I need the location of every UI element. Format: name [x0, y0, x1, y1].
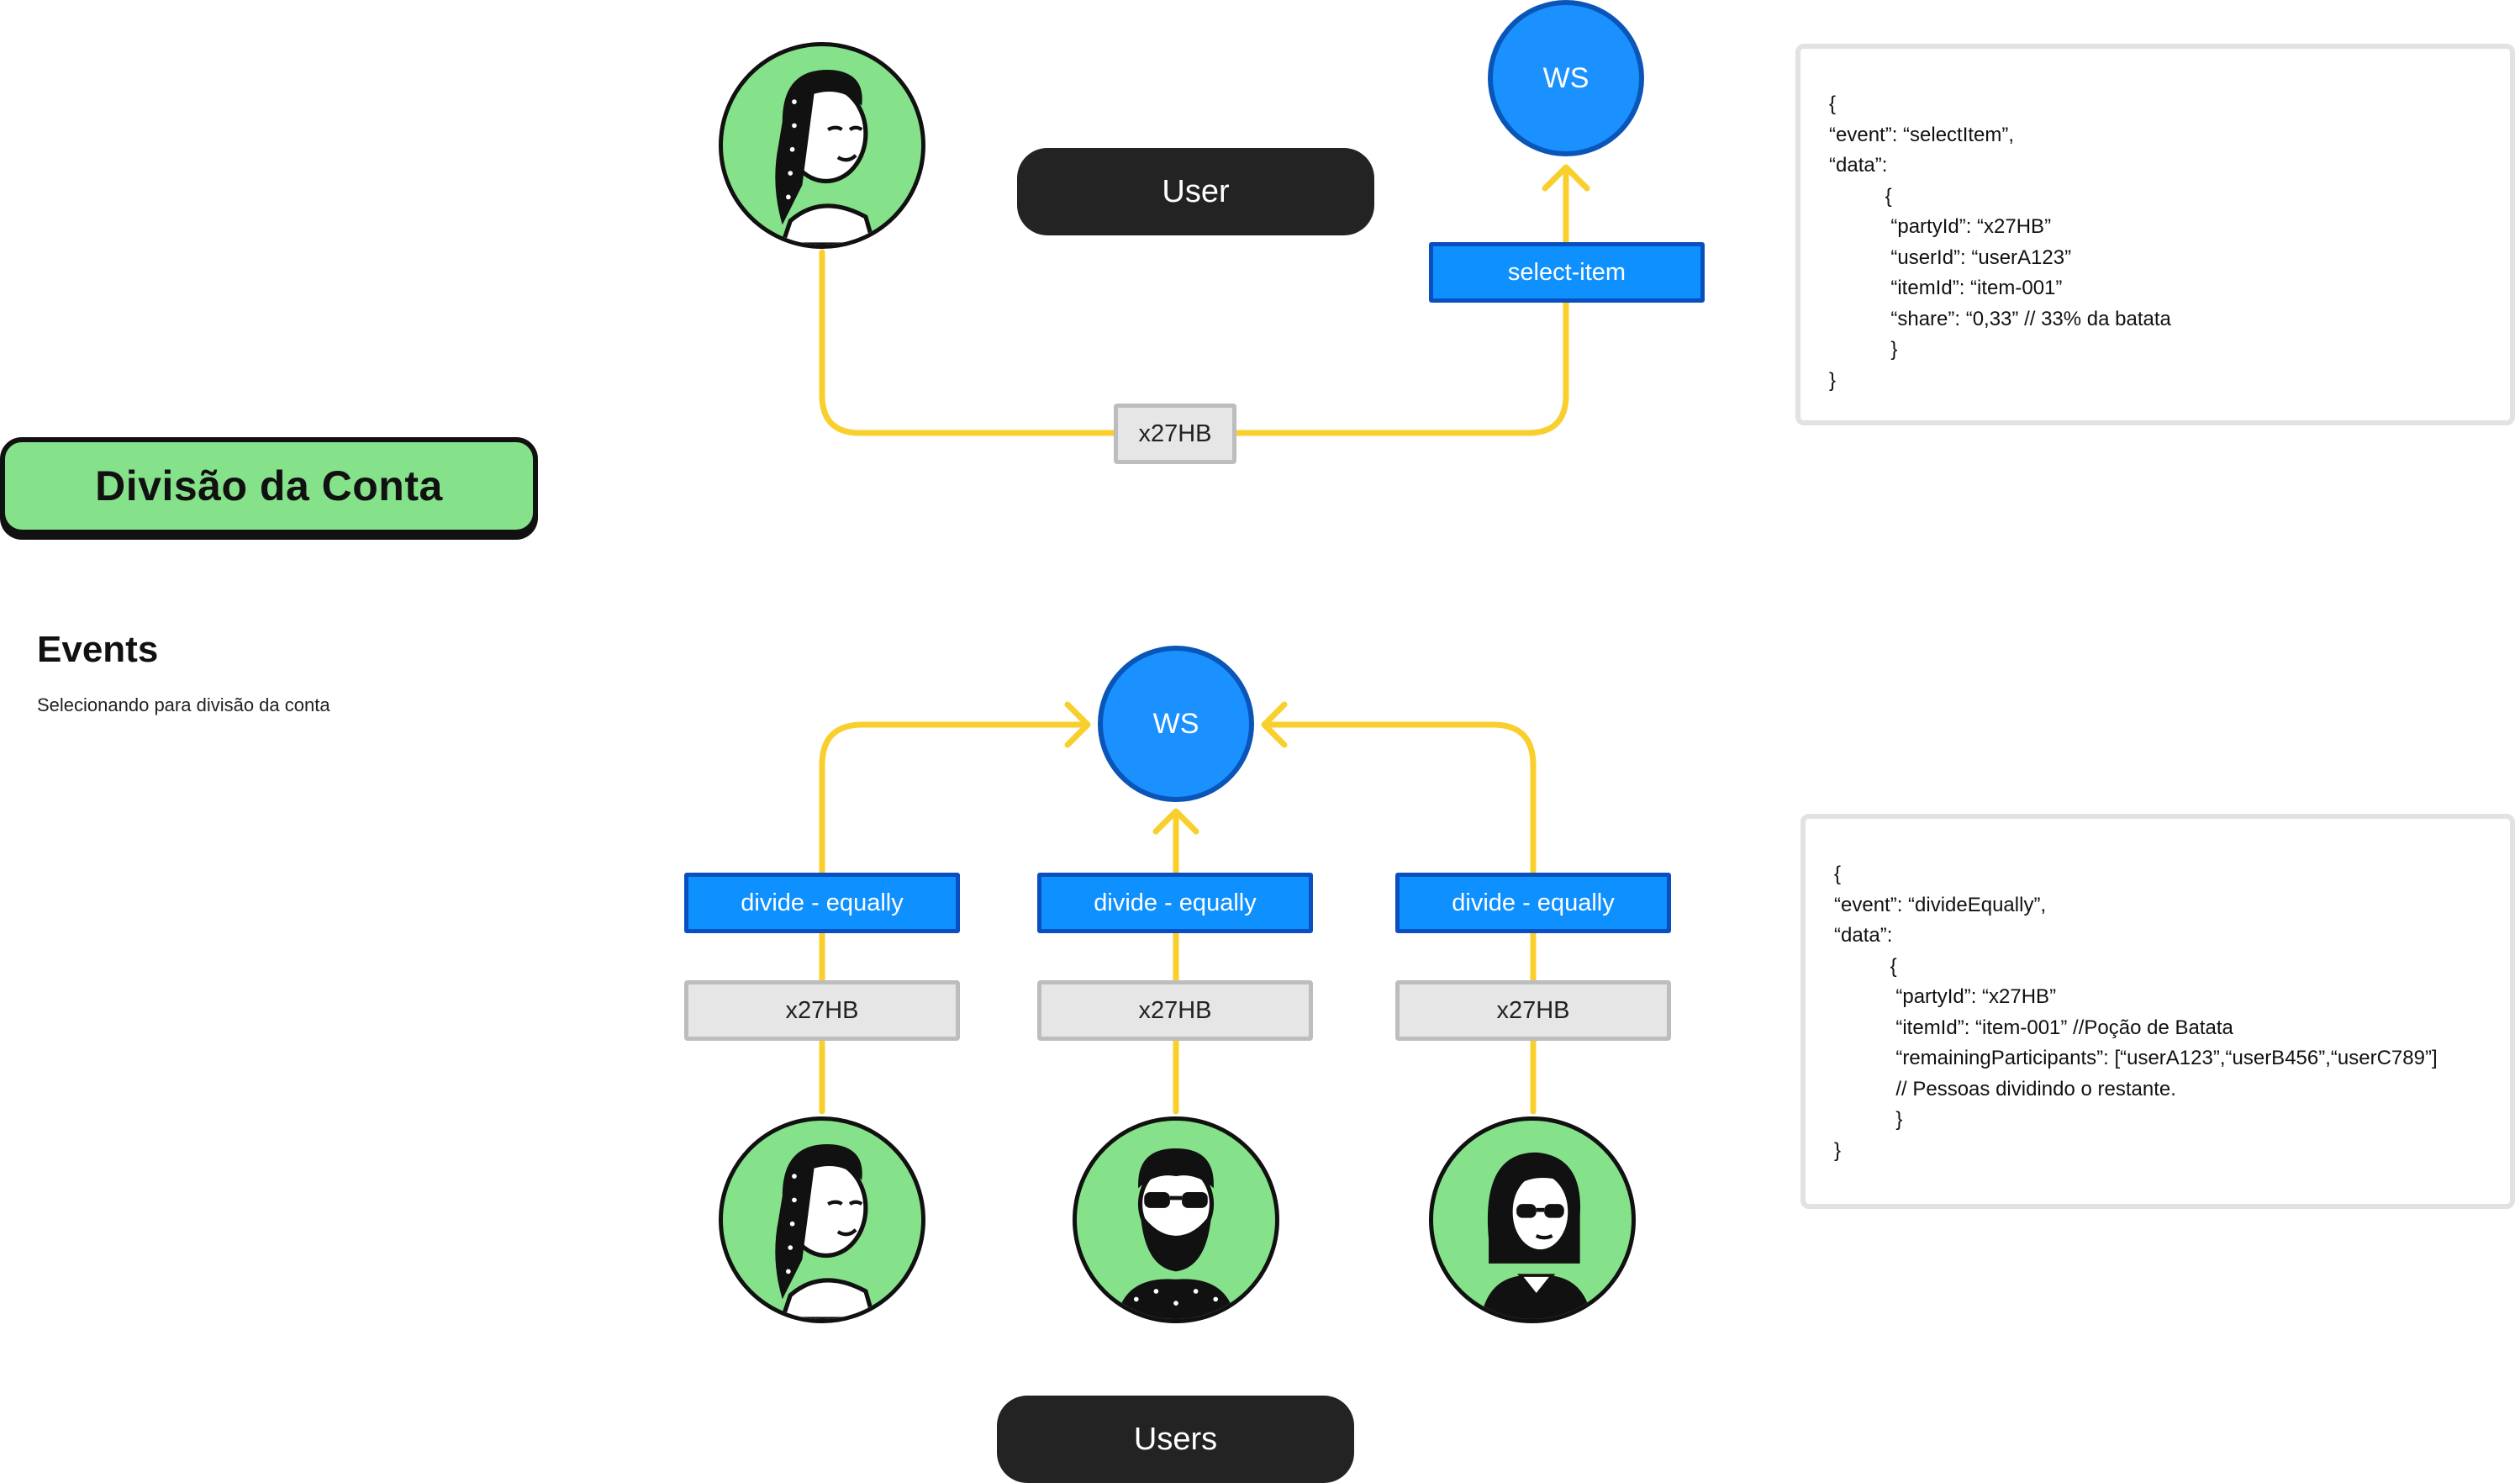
party-tag-3: x27HB [1395, 980, 1671, 1041]
code-line: “data”: [1834, 924, 1893, 947]
code-line: “itemId”: “item-001” [1829, 277, 2063, 299]
party-tag-top: x27HB [1114, 404, 1236, 464]
code-line: “userId”: “userA123” [1829, 245, 2072, 269]
code-line: “share”: “0,33” // 33% da batata [1829, 307, 2171, 330]
arrowhead-middle [1152, 808, 1199, 835]
code-line: “partyId”: “x27HB” [1829, 215, 2052, 238]
girl-avatar-icon [719, 1116, 925, 1323]
event-tag-select-item: select-item [1429, 242, 1705, 303]
code-line: // Pessoas dividindo o restante. [1834, 1077, 2176, 1100]
code-line: } [1829, 368, 1837, 392]
code-line: } [1834, 1108, 1903, 1131]
code-box-divide-equally: { “event”: “divideEqually”, “data”: { “p… [1800, 814, 2515, 1209]
bearded-man-avatar-icon [1073, 1116, 1279, 1323]
page-title: Divisão da Conta [0, 437, 538, 535]
ws-node-bottom: WS [1098, 646, 1254, 802]
code-line: “partyId”: “x27HB” [1834, 985, 2057, 1008]
party-tag-1: x27HB [684, 980, 960, 1041]
connector-right [1263, 721, 1537, 1115]
code-line: { [1829, 92, 1837, 115]
section-title: Events [37, 629, 159, 670]
code-line: } [1834, 1138, 1842, 1162]
code-line: “remainingParticipants”: [“userA123”,“us… [1834, 1047, 2438, 1069]
ws-node-top: WS [1488, 0, 1644, 156]
event-tag-divide-equally-1: divide - equally [684, 873, 960, 933]
event-tag-divide-equally-2: divide - equally [1037, 873, 1313, 933]
section-subtitle: Selecionando para divisão da conta [37, 694, 330, 715]
connector-left [819, 721, 1089, 1115]
code-line: “itemId”: “item-001” //Poção de Batata [1834, 1016, 2233, 1039]
woman-sunglasses-avatar-icon [1429, 1116, 1636, 1323]
code-box-select-item: { “event”: “selectItem”, “data”: { “part… [1795, 44, 2515, 425]
code-line: “event”: “selectItem”, [1829, 123, 2015, 146]
code-line: { [1834, 863, 1842, 885]
arrowhead-left [1064, 701, 1091, 748]
party-tag-2: x27HB [1037, 980, 1313, 1041]
arrowhead-top [1542, 164, 1590, 192]
code-line: “data”: [1829, 154, 1888, 177]
users-role-label: Users [997, 1396, 1354, 1483]
code-line: { [1834, 954, 1897, 978]
code-line: { [1829, 184, 1892, 208]
event-tag-divide-equally-3: divide - equally [1395, 873, 1671, 933]
user-role-label: User [1017, 148, 1374, 235]
code-line: “event”: “divideEqually”, [1834, 893, 2047, 916]
arrowhead-right [1261, 701, 1288, 748]
code-line: } [1829, 338, 1898, 361]
girl-avatar-icon [719, 42, 925, 249]
